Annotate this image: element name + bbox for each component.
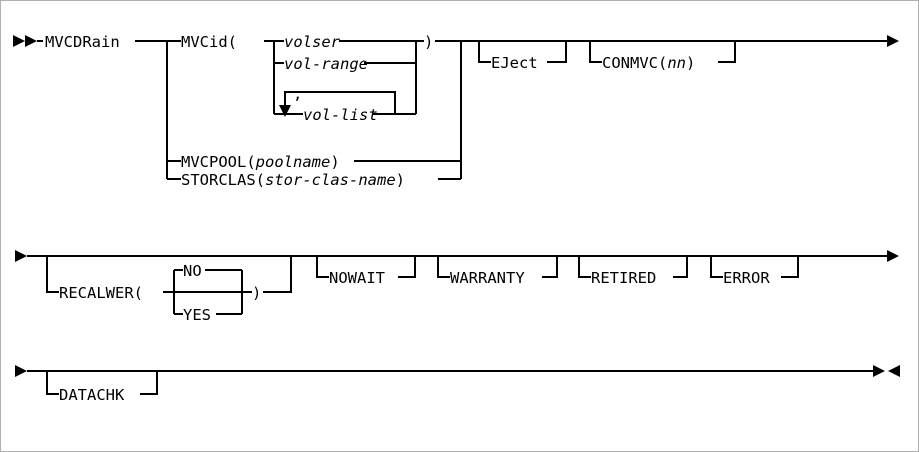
keyword-mvcpool: MVCPOOL(poolname) <box>181 153 340 171</box>
loop-down-arrow-icon <box>279 105 291 117</box>
continue-right-arrow-icon <box>887 35 899 47</box>
keyword-error: ERROR <box>723 269 770 287</box>
keyword-mvcid-close: ) <box>424 33 433 51</box>
keyword-retired: RETIRED <box>591 269 656 287</box>
continue-right-arrow-icon-2 <box>887 250 899 262</box>
keyword-recalwer-yes: YES <box>183 306 211 324</box>
start-marker-icon <box>13 35 37 47</box>
continue-left-arrow-icon <box>15 250 27 262</box>
keyword-recalwer-close: ) <box>252 284 261 302</box>
variable-vol-list: vol-list <box>303 106 378 124</box>
keyword-storclas-close: ) <box>396 171 405 189</box>
variable-stor-clas-name: stor-clas-name <box>265 171 396 189</box>
keyword-mvcpool-open: MVCPOOL( <box>181 153 256 171</box>
keyword-mvcpool-close: ) <box>330 153 339 171</box>
keyword-conmvc-open: CONMVC( <box>602 54 667 72</box>
keyword-storclas-open: STORCLAS( <box>181 171 265 189</box>
variable-nn: nn <box>667 54 686 72</box>
end-marker-icon <box>873 365 900 377</box>
row-2-group: RECALWER( NO YES ) NO <box>15 250 899 324</box>
variable-poolname: poolname <box>255 153 331 171</box>
keyword-storclas: STORCLAS(stor-clas-name) <box>181 171 405 189</box>
row-3-group: DATACHK <box>15 365 900 404</box>
keyword-recalwer-open: RECALWER( <box>59 284 143 302</box>
keyword-eject: EJect <box>491 54 538 72</box>
continue-left-arrow-icon-2 <box>15 365 27 377</box>
keyword-mvcdrain: MVCDRain <box>45 33 120 51</box>
keyword-datachk: DATACHK <box>59 386 125 404</box>
keyword-nowait: NOWAIT <box>329 269 385 287</box>
variable-vol-range: vol-range <box>284 55 368 73</box>
variable-volser: volser <box>284 33 341 51</box>
keyword-warranty: WARRANTY <box>450 269 525 287</box>
keyword-recalwer-no: NO <box>183 262 202 280</box>
keyword-mvcid-open: MVCid( <box>181 33 237 51</box>
separator-comma: , <box>293 85 302 103</box>
keyword-conmvc-close: ) <box>686 54 695 72</box>
keyword-conmvc: CONMVC(nn) <box>602 54 695 72</box>
row-1-group: MVCDRain MVCid( volser vol-range vol-lis… <box>13 33 899 189</box>
